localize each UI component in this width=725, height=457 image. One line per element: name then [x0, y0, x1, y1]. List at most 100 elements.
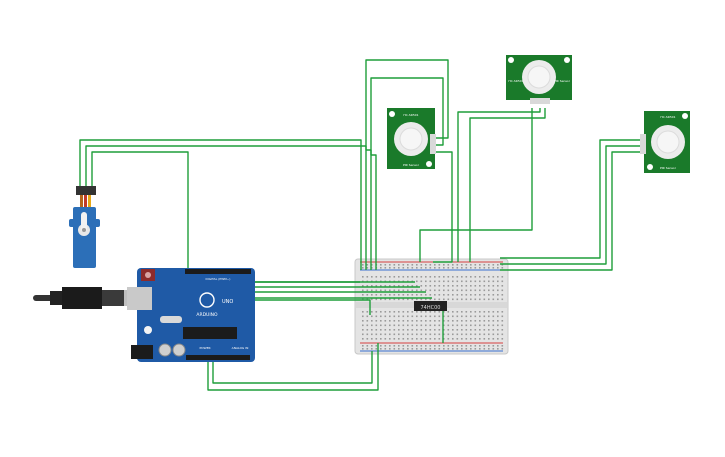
breadboard-hole[interactable] [443, 289, 445, 292]
breadboard-hole[interactable] [420, 294, 423, 296]
breadboard-hole[interactable] [425, 333, 427, 336]
breadboard-hole[interactable] [384, 345, 387, 347]
breadboard-hole[interactable] [398, 348, 400, 350]
pir-sensor-icon[interactable]: HC-SR501 PIR Sensor [506, 55, 572, 104]
breadboard-hole[interactable] [492, 338, 495, 340]
breadboard-hole[interactable] [375, 320, 378, 322]
breadboard-hole[interactable] [488, 289, 490, 292]
breadboard-hole[interactable] [483, 333, 486, 336]
breadboard-hole[interactable] [501, 294, 504, 296]
breadboard-hole[interactable] [483, 320, 486, 322]
breadboard-hole[interactable] [366, 285, 369, 287]
breadboard-hole[interactable] [488, 280, 490, 283]
breadboard-hole[interactable] [362, 289, 364, 292]
breadboard-hole[interactable] [366, 294, 369, 296]
breadboard-hole[interactable] [407, 348, 409, 350]
breadboard-hole[interactable] [479, 345, 481, 347]
breadboard-hole[interactable] [366, 348, 369, 350]
breadboard-hole[interactable] [492, 345, 495, 347]
breadboard-hole[interactable] [407, 345, 409, 347]
breadboard-hole[interactable] [416, 338, 418, 340]
breadboard-hole[interactable] [429, 285, 432, 287]
breadboard-hole[interactable] [366, 311, 369, 313]
breadboard-hole[interactable] [425, 298, 427, 301]
breadboard-hole[interactable] [384, 264, 387, 266]
breadboard-hole[interactable] [461, 294, 463, 296]
breadboard-hole[interactable] [465, 285, 468, 287]
breadboard-hole[interactable] [501, 315, 504, 318]
breadboard-hole[interactable] [447, 289, 450, 292]
breadboard-hole[interactable] [438, 276, 441, 278]
breadboard-hole[interactable] [420, 311, 423, 313]
breadboard-hole[interactable] [366, 276, 369, 278]
breadboard-hole[interactable] [407, 329, 409, 331]
breadboard-hole[interactable] [411, 348, 414, 350]
breadboard-hole[interactable] [402, 320, 405, 322]
breadboard-hole[interactable] [416, 345, 418, 347]
breadboard-hole[interactable] [492, 264, 495, 266]
breadboard-hole[interactable] [371, 348, 373, 350]
breadboard-hole[interactable] [389, 338, 391, 340]
breadboard-hole[interactable] [416, 298, 418, 301]
breadboard-hole[interactable] [393, 285, 396, 287]
breadboard-hole[interactable] [479, 276, 481, 278]
breadboard-hole[interactable] [425, 348, 427, 350]
breadboard-hole[interactable] [447, 311, 450, 313]
breadboard-hole[interactable] [461, 345, 463, 347]
breadboard-hole[interactable] [483, 267, 486, 269]
breadboard-hole[interactable] [465, 315, 468, 318]
breadboard-hole[interactable] [447, 280, 450, 283]
breadboard-hole[interactable] [447, 298, 450, 301]
breadboard-hole[interactable] [371, 320, 373, 322]
breadboard-hole[interactable] [474, 324, 477, 327]
breadboard-hole[interactable] [470, 285, 472, 287]
breadboard-hole[interactable] [429, 267, 432, 269]
breadboard-hole[interactable] [362, 264, 364, 266]
breadboard-hole[interactable] [488, 294, 490, 296]
breadboard-hole[interactable] [416, 315, 418, 318]
breadboard-hole[interactable] [474, 267, 477, 269]
breadboard-hole[interactable] [438, 348, 441, 350]
breadboard-hole[interactable] [429, 315, 432, 318]
breadboard-hole[interactable] [389, 294, 391, 296]
breadboard-hole[interactable] [411, 345, 414, 347]
breadboard-hole[interactable] [425, 294, 427, 296]
breadboard-hole[interactable] [425, 324, 427, 327]
breadboard-hole[interactable] [380, 324, 382, 327]
breadboard-hole[interactable] [483, 315, 486, 318]
breadboard-hole[interactable] [456, 311, 459, 313]
breadboard-hole[interactable] [416, 311, 418, 313]
breadboard-hole[interactable] [452, 338, 454, 340]
breadboard-hole[interactable] [452, 315, 454, 318]
breadboard-hole[interactable] [366, 289, 369, 292]
breadboard-hole[interactable] [371, 338, 373, 340]
breadboard-hole[interactable] [465, 298, 468, 301]
breadboard-hole[interactable] [393, 324, 396, 327]
breadboard-hole[interactable] [470, 324, 472, 327]
breadboard-hole[interactable] [470, 280, 472, 283]
breadboard-hole[interactable] [479, 298, 481, 301]
breadboard-hole[interactable] [470, 338, 472, 340]
breadboard-hole[interactable] [479, 338, 481, 340]
breadboard-hole[interactable] [501, 280, 504, 283]
breadboard-hole[interactable] [425, 289, 427, 292]
breadboard-hole[interactable] [438, 264, 441, 266]
breadboard-hole[interactable] [393, 289, 396, 292]
breadboard-hole[interactable] [474, 315, 477, 318]
breadboard-hole[interactable] [456, 329, 459, 331]
breadboard-hole[interactable] [366, 345, 369, 347]
breadboard-hole[interactable] [371, 298, 373, 301]
breadboard-hole[interactable] [452, 320, 454, 322]
breadboard-hole[interactable] [425, 267, 427, 269]
breadboard-hole[interactable] [389, 333, 391, 336]
breadboard-hole[interactable] [452, 264, 454, 266]
breadboard-hole[interactable] [497, 294, 499, 296]
breadboard-hole[interactable] [375, 276, 378, 278]
breadboard-hole[interactable] [384, 338, 387, 340]
breadboard-hole[interactable] [411, 267, 414, 269]
breadboard-hole[interactable] [402, 298, 405, 301]
breadboard-hole[interactable] [420, 338, 423, 340]
breadboard-hole[interactable] [416, 333, 418, 336]
breadboard-hole[interactable] [465, 329, 468, 331]
breadboard-hole[interactable] [488, 315, 490, 318]
